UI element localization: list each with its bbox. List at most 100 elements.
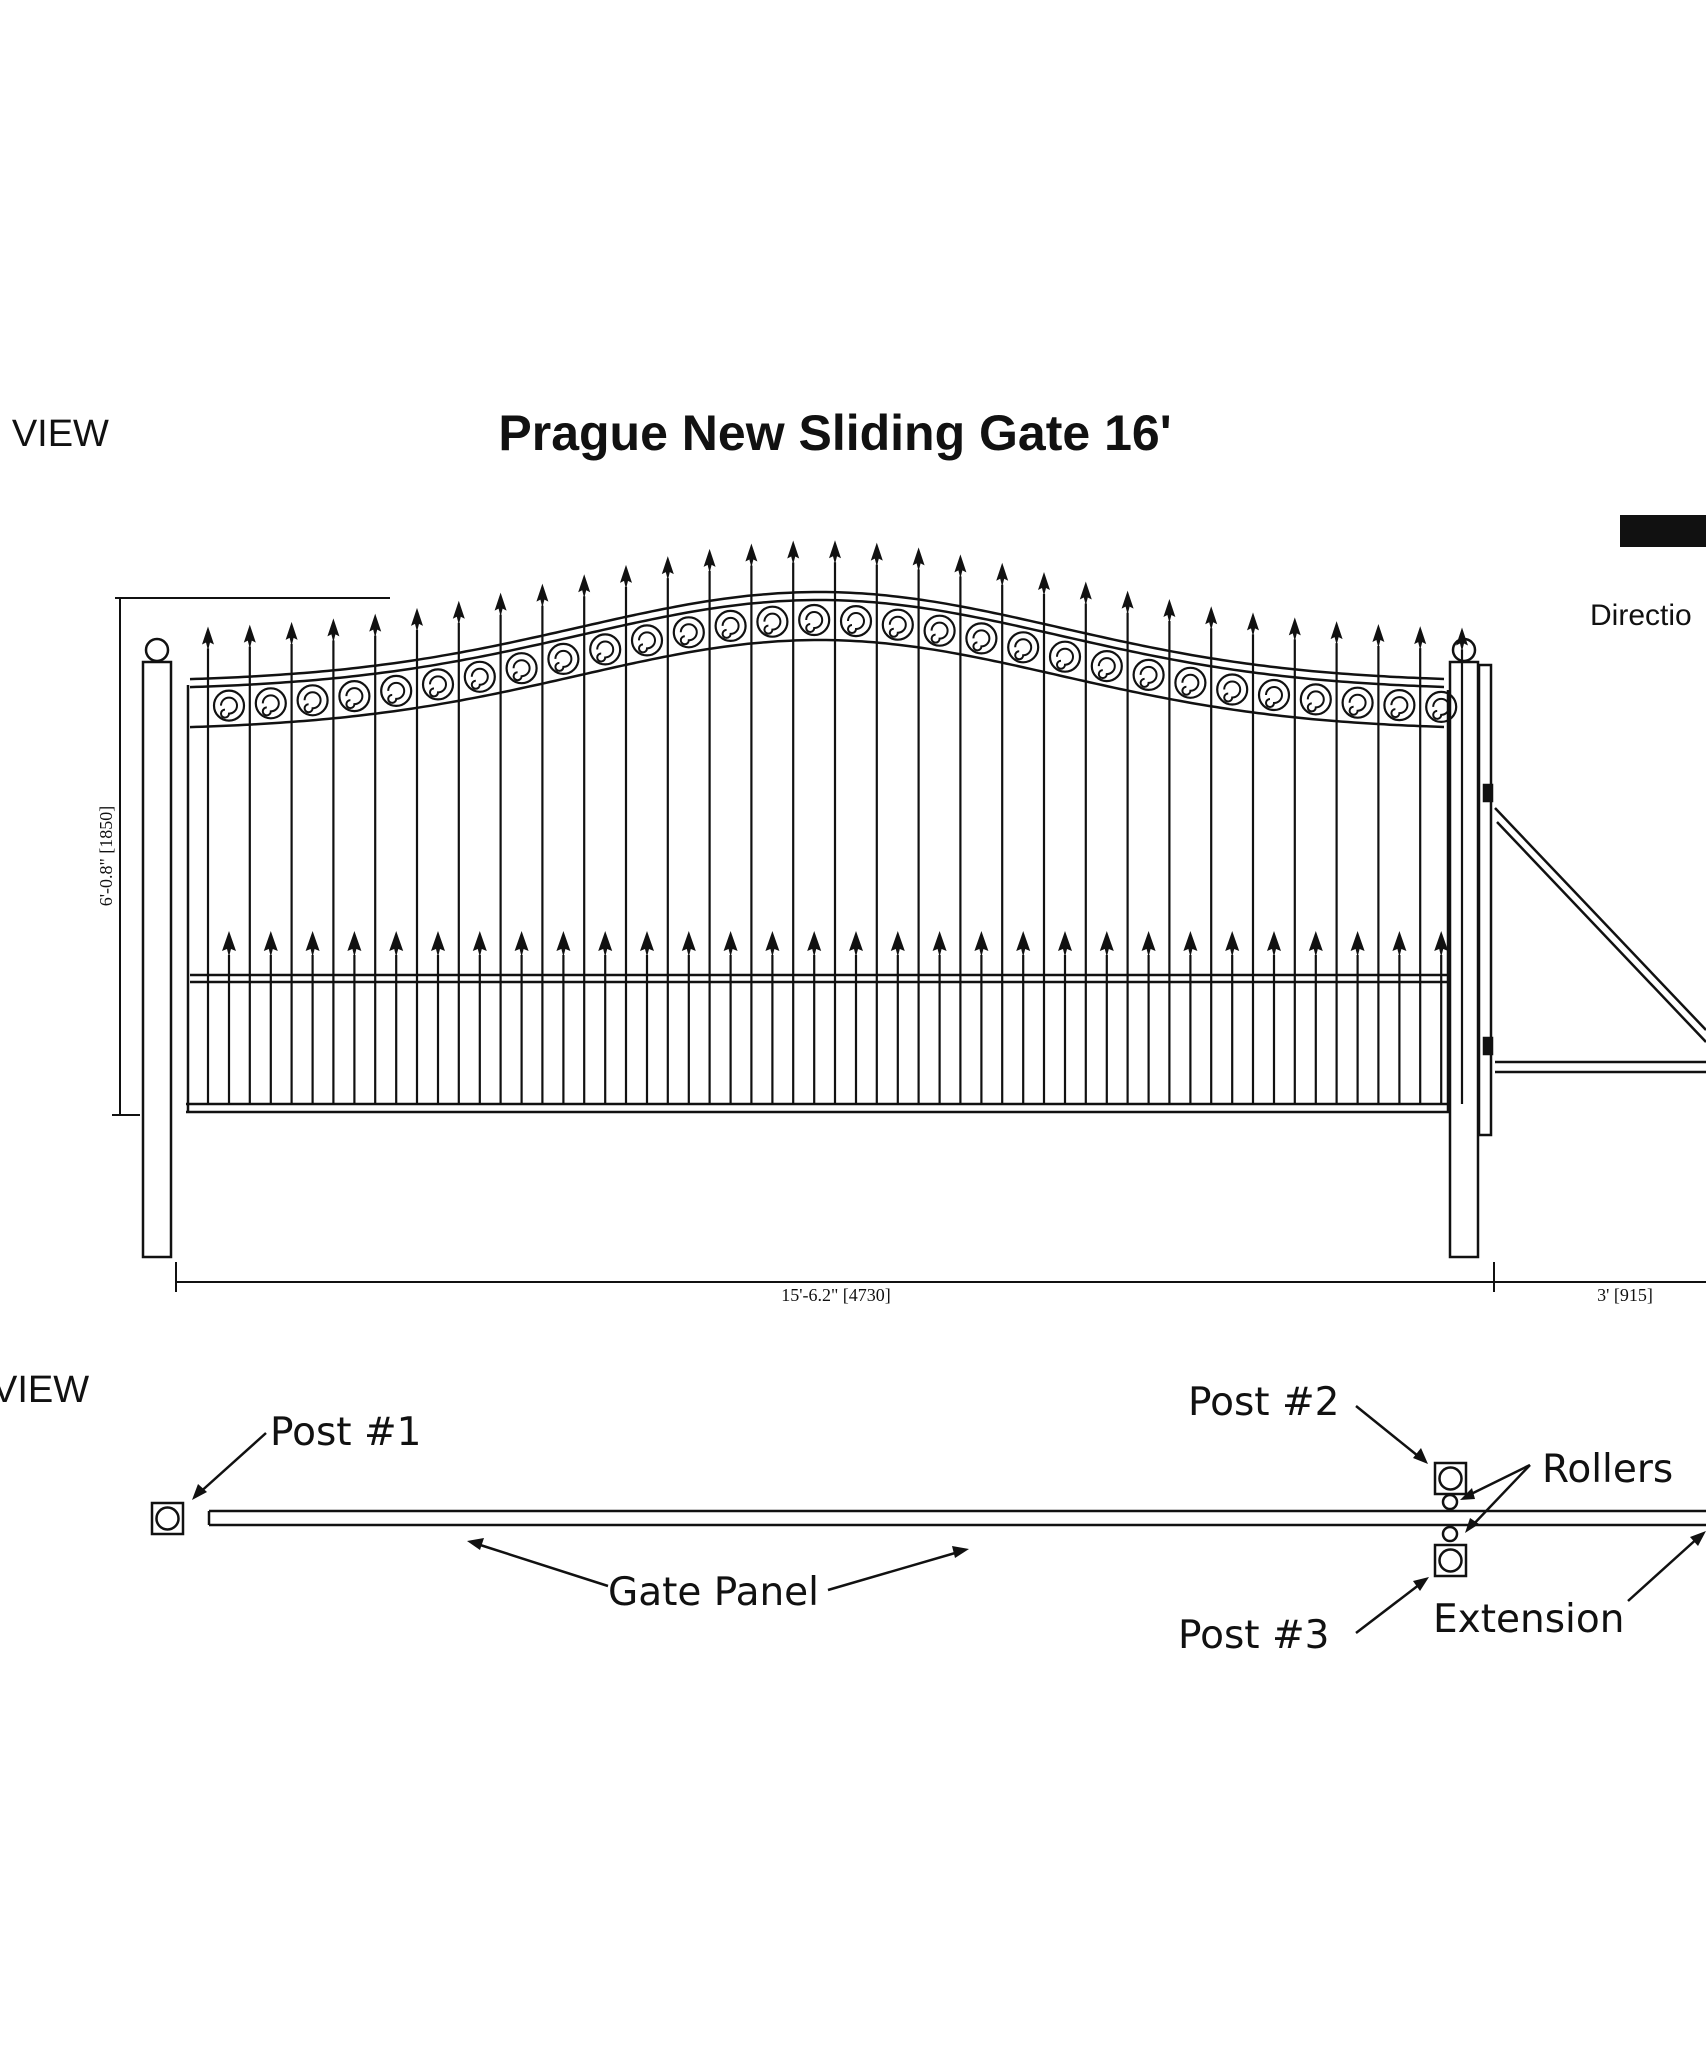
scroll-ornament xyxy=(1257,678,1291,712)
spear-finial xyxy=(703,548,716,573)
scroll-ornament xyxy=(1425,690,1458,724)
spear-finial xyxy=(494,592,507,617)
spear-finial xyxy=(243,624,256,649)
scroll-ornament-spiral xyxy=(429,675,447,698)
mid-spear-finials xyxy=(222,931,1449,957)
scroll-ornament-spiral xyxy=(470,667,489,690)
elevation-view-label: ' VIEW xyxy=(0,413,109,455)
scroll-ornament-spiral xyxy=(387,681,406,704)
scroll-ornament-spiral xyxy=(763,612,782,635)
scroll-ornament xyxy=(1090,649,1123,683)
spear-finial xyxy=(472,931,487,957)
extension-dimension-label: 3' [915] xyxy=(1597,1285,1653,1305)
scroll-ornament xyxy=(1383,688,1416,722)
scroll-ornament-spiral xyxy=(1014,638,1033,661)
spear-finial xyxy=(870,542,883,567)
scroll-ornament xyxy=(296,684,329,717)
spear-finial xyxy=(305,931,320,957)
spear-finial xyxy=(954,554,967,579)
spear-finial xyxy=(1038,571,1050,596)
spear-finial xyxy=(578,574,591,599)
spear-finial xyxy=(912,547,925,572)
scroll-ornament xyxy=(1048,640,1082,673)
scroll-ornament xyxy=(380,674,413,708)
spear-finial xyxy=(807,931,822,957)
spear-finial xyxy=(1288,617,1301,642)
spear-finial xyxy=(285,621,298,646)
spear-finial xyxy=(598,931,613,957)
scroll-ornament xyxy=(714,609,747,643)
spear-finial xyxy=(431,931,445,957)
scroll-ornament-spiral xyxy=(1139,665,1158,688)
scroll-ornament-spiral xyxy=(1097,657,1116,680)
scroll-ornament xyxy=(1132,658,1165,692)
scroll-ornament-spiral xyxy=(805,611,824,633)
scroll-ornament-spiral xyxy=(1348,693,1367,716)
scroll-ornament xyxy=(421,668,455,701)
scroll-ornament-spiral xyxy=(847,612,865,635)
scroll-ornament-spiral xyxy=(1432,697,1451,720)
left-post xyxy=(141,637,173,1259)
right-post xyxy=(1448,637,1493,1259)
scroll-ornament-spiral xyxy=(1265,686,1283,709)
spear-finial xyxy=(536,583,549,608)
spear-finial xyxy=(1121,590,1134,615)
spear-finial xyxy=(1099,931,1114,957)
scroll-ornament xyxy=(589,633,622,666)
plan-rollers xyxy=(1441,1493,1459,1543)
callout-rollers: Rollers xyxy=(1542,1447,1673,1492)
scroll-ornament-spiral xyxy=(721,616,740,639)
plan-post-2 xyxy=(1433,1461,1468,1496)
scroll-ornament xyxy=(630,624,664,657)
callout-extension: Extension xyxy=(1433,1597,1624,1642)
scroll-ornament xyxy=(881,608,914,641)
callout-post-1: Post #1 xyxy=(270,1410,422,1455)
spear-finial xyxy=(222,931,236,957)
scroll-ornament xyxy=(1174,666,1207,699)
spear-finial xyxy=(996,562,1009,587)
scroll-ornament xyxy=(338,679,371,713)
scroll-ornament xyxy=(1216,673,1249,706)
spear-finial xyxy=(1058,931,1072,957)
scroll-ornament-spiral xyxy=(1181,673,1200,696)
scroll-ornament xyxy=(798,603,831,637)
gate-pickets xyxy=(206,562,1464,1104)
scroll-ornament xyxy=(1007,631,1040,664)
scroll-ornament-spiral xyxy=(930,621,949,644)
spear-finial xyxy=(556,931,571,957)
scroll-ornament-spiral xyxy=(596,640,615,663)
spear-finial xyxy=(681,931,696,957)
drawing-title: Prague New Sliding Gate 16' xyxy=(498,405,1171,461)
scroll-ornament xyxy=(839,604,873,638)
spear-finial xyxy=(1330,621,1343,646)
spear-finial xyxy=(369,613,382,638)
gate-scrolls xyxy=(212,603,1458,724)
scroll-ornament-spiral xyxy=(1390,696,1409,719)
spear-finial xyxy=(1141,931,1156,957)
scroll-ornament-spiral xyxy=(1306,690,1325,713)
scroll-ornament xyxy=(756,605,789,638)
scroll-ornament-spiral xyxy=(679,623,698,646)
gate-extension-frame xyxy=(1482,783,1706,1074)
scroll-ornament xyxy=(254,687,287,720)
scroll-ornament xyxy=(463,660,496,693)
callout-leaders xyxy=(196,1405,1701,1634)
scroll-ornament-spiral xyxy=(1223,680,1242,703)
spear-finial xyxy=(1267,931,1281,957)
spear-finial xyxy=(974,931,989,957)
spear-finial xyxy=(829,540,841,565)
plan-post-1 xyxy=(150,1501,185,1536)
gate-frame xyxy=(186,590,1450,1114)
spear-finial xyxy=(452,600,465,625)
spear-finial xyxy=(932,931,947,957)
spear-finial xyxy=(263,931,278,957)
height-dimension-label: 6'-0.8" [1850] xyxy=(96,806,116,907)
spear-finial xyxy=(1414,626,1427,651)
spear-finial xyxy=(787,540,800,565)
scroll-ornament xyxy=(965,622,998,655)
spear-finial xyxy=(849,931,863,957)
scroll-ornament-spiral xyxy=(888,615,907,638)
callout-gate-panel: Gate Panel xyxy=(608,1570,819,1615)
spear-finial xyxy=(411,607,423,632)
